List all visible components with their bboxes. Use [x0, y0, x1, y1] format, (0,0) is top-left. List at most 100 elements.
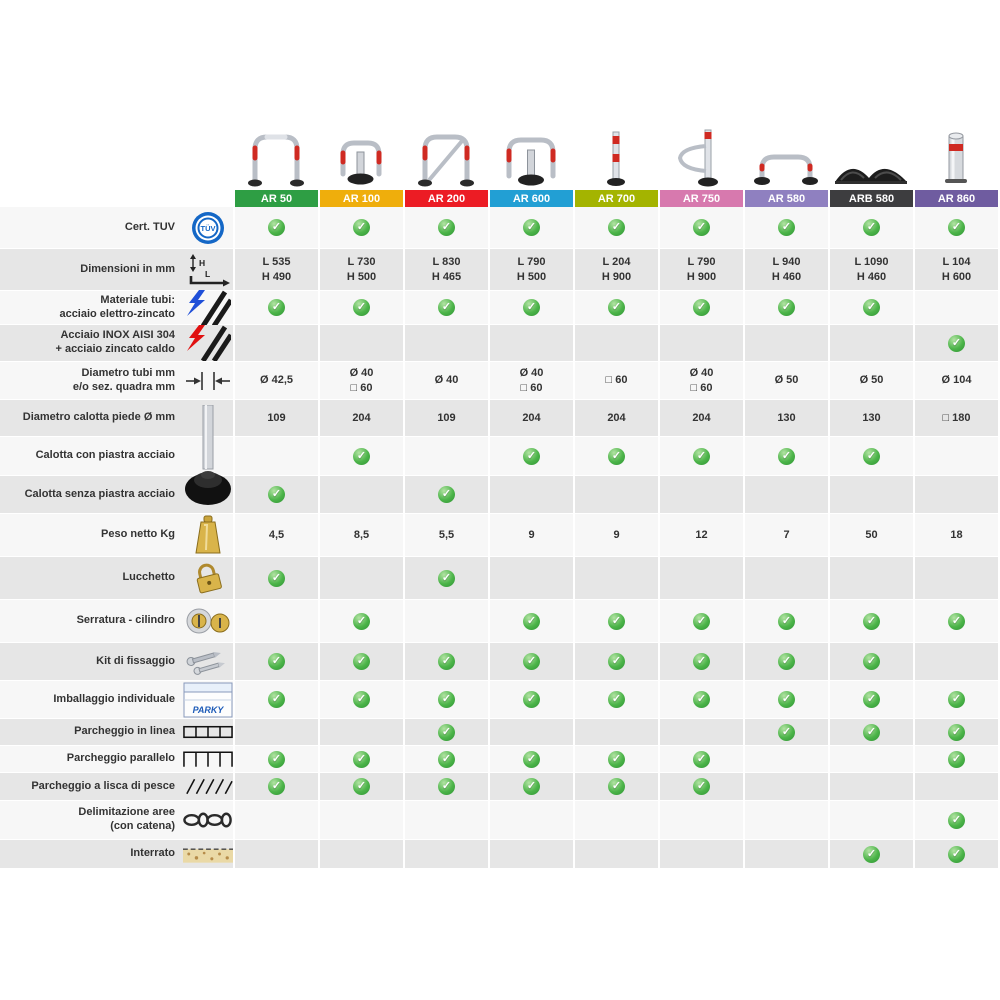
cell-value-dimensioni-ar-100: L 730 H 500: [318, 249, 403, 291]
cell-check-parcheggio-in-linea-arb-580: ✓: [828, 719, 913, 746]
cell-value-calotta-con-piastra-ar-200: [403, 437, 488, 476]
cell-value-parcheggio-in-linea-ar-50: [233, 719, 318, 746]
steel-tubes-red-icon: [183, 325, 233, 362]
cell-check-kit-fissaggio-ar-580: ✓: [743, 643, 828, 681]
cell-value-interrato-ar-750: [658, 840, 743, 869]
row-label-peso-netto: Peso netto Kg: [0, 514, 183, 557]
check-icon: ✓: [353, 219, 370, 236]
row-label-parcheggio-lisca: Parcheggio a lisca di pesce: [0, 773, 183, 801]
check-icon: ✓: [353, 778, 370, 795]
cell-check-kit-fissaggio-ar-700: ✓: [573, 643, 658, 681]
row-label-materiale-tubi: Materiale tubi: acciaio elettro-zincato: [0, 291, 183, 325]
cell-value-kit-fissaggio-ar-860: [913, 643, 998, 681]
check-icon: ✓: [608, 219, 625, 236]
cell-value-delimitazione-aree-ar-580: [743, 801, 828, 840]
cell-check-parcheggio-lisca-ar-700: ✓: [573, 773, 658, 801]
cell-check-serratura-cilindro-ar-100: ✓: [318, 600, 403, 643]
cell-check-calotta-con-piastra-ar-700: ✓: [573, 437, 658, 476]
product-image-ar-750: [658, 112, 743, 190]
foot-cap-icon: [183, 400, 233, 437]
check-icon: ✓: [693, 653, 710, 670]
cell-value-lucchetto-ar-700: [573, 557, 658, 600]
product-image-ar-100: [318, 112, 403, 190]
check-icon: ✓: [353, 691, 370, 708]
cell-value-delimitazione-aree-ar-200: [403, 801, 488, 840]
cell-check-cert-tuv-ar-700: ✓: [573, 207, 658, 249]
cell-check-serratura-cilindro-ar-700: ✓: [573, 600, 658, 643]
cell-check-serratura-cilindro-ar-580: ✓: [743, 600, 828, 643]
cell-value-diametro-tubi-arb-580: Ø 50: [828, 362, 913, 400]
check-icon: ✓: [693, 299, 710, 316]
cell-check-calotta-senza-piastra-ar-50: ✓: [233, 476, 318, 514]
svg-text:H: H: [199, 258, 205, 268]
product-image-ar-600: [488, 112, 573, 190]
cell-check-parcheggio-lisca-ar-50: ✓: [233, 773, 318, 801]
check-icon: ✓: [863, 723, 880, 741]
cell-check-materiale-tubi-ar-580: ✓: [743, 291, 828, 325]
check-icon: ✓: [948, 612, 965, 630]
cell-check-materiale-tubi-ar-100: ✓: [318, 291, 403, 325]
cylinder-lock-icon: [183, 600, 233, 643]
check-icon: ✓: [948, 219, 965, 236]
cell-check-materiale-tubi-ar-750: ✓: [658, 291, 743, 325]
product-image-ar-700: [573, 112, 658, 190]
check-icon: ✓: [608, 778, 625, 795]
cell-check-materiale-tubi-ar-200: ✓: [403, 291, 488, 325]
underground-icon: [183, 840, 233, 869]
check-icon: ✓: [948, 811, 965, 829]
cell-check-cert-tuv-ar-200: ✓: [403, 207, 488, 249]
column-header-ar-750: AR 750: [658, 190, 743, 207]
cell-check-acciaio-inox-ar-860: ✓: [913, 325, 998, 362]
row-label-serratura-cilindro: Serratura - cilindro: [0, 600, 183, 643]
herringbone-parking-icon: [183, 773, 233, 801]
cell-check-calotta-con-piastra-ar-600: ✓: [488, 437, 573, 476]
row-label-imballaggio: Imballaggio individuale: [0, 681, 183, 719]
cell-check-calotta-con-piastra-ar-750: ✓: [658, 437, 743, 476]
row-label-dimensioni: Dimensioni in mm: [0, 249, 183, 291]
svg-text:TÜV: TÜV: [201, 224, 216, 233]
cell-value-diametro-tubi-ar-200: Ø 40: [403, 362, 488, 400]
weight-icon: [183, 514, 233, 557]
check-icon: ✓: [948, 845, 965, 863]
check-icon: ✓: [353, 447, 370, 465]
cell-value-dimensioni-ar-580: L 940 H 460: [743, 249, 828, 291]
check-icon: ✓: [268, 750, 285, 768]
cell-value-acciaio-inox-ar-750: [658, 325, 743, 362]
row-label-diametro-tubi: Diametro tubi mm e/o sez. quadra mm: [0, 362, 183, 400]
check-icon: ✓: [438, 299, 455, 316]
cell-check-calotta-con-piastra-ar-100: ✓: [318, 437, 403, 476]
cell-value-calotta-senza-piastra-ar-700: [573, 476, 658, 514]
cell-check-cert-tuv-ar-600: ✓: [488, 207, 573, 249]
cell-check-cert-tuv-ar-580: ✓: [743, 207, 828, 249]
cell-value-acciaio-inox-ar-600: [488, 325, 573, 362]
cell-value-acciaio-inox-ar-700: [573, 325, 658, 362]
cell-value-peso-netto-ar-50: 4,5: [233, 514, 318, 557]
cell-check-calotta-con-piastra-arb-580: ✓: [828, 437, 913, 476]
check-icon: ✓: [353, 612, 370, 630]
cell-check-kit-fissaggio-arb-580: ✓: [828, 643, 913, 681]
check-icon: ✓: [608, 612, 625, 630]
cell-value-interrato-ar-600: [488, 840, 573, 869]
cell-check-parcheggio-parallelo-ar-50: ✓: [233, 746, 318, 773]
cell-check-parcheggio-in-linea-ar-860: ✓: [913, 719, 998, 746]
cell-check-kit-fissaggio-ar-50: ✓: [233, 643, 318, 681]
cell-value-peso-netto-ar-600: 9: [488, 514, 573, 557]
column-header-ar-580: AR 580: [743, 190, 828, 207]
cell-check-imballaggio-ar-100: ✓: [318, 681, 403, 719]
check-icon: ✓: [438, 653, 455, 670]
cell-check-kit-fissaggio-ar-600: ✓: [488, 643, 573, 681]
cell-value-acciaio-inox-ar-100: [318, 325, 403, 362]
check-icon: ✓: [523, 691, 540, 708]
cell-value-delimitazione-aree-ar-100: [318, 801, 403, 840]
check-icon: ✓: [523, 219, 540, 236]
cell-check-serratura-cilindro-ar-600: ✓: [488, 600, 573, 643]
cell-value-lucchetto-arb-580: [828, 557, 913, 600]
cell-value-acciaio-inox-ar-200: [403, 325, 488, 362]
cell-value-calotta-senza-piastra-ar-860: [913, 476, 998, 514]
cell-value-delimitazione-aree-ar-700: [573, 801, 658, 840]
check-icon: ✓: [438, 723, 455, 741]
cell-value-lucchetto-ar-580: [743, 557, 828, 600]
cell-value-diametro-calotta-ar-860: □ 180: [913, 400, 998, 437]
check-icon: ✓: [523, 447, 540, 465]
row-icon-empty-calotta-senza-piastra: [183, 476, 233, 514]
